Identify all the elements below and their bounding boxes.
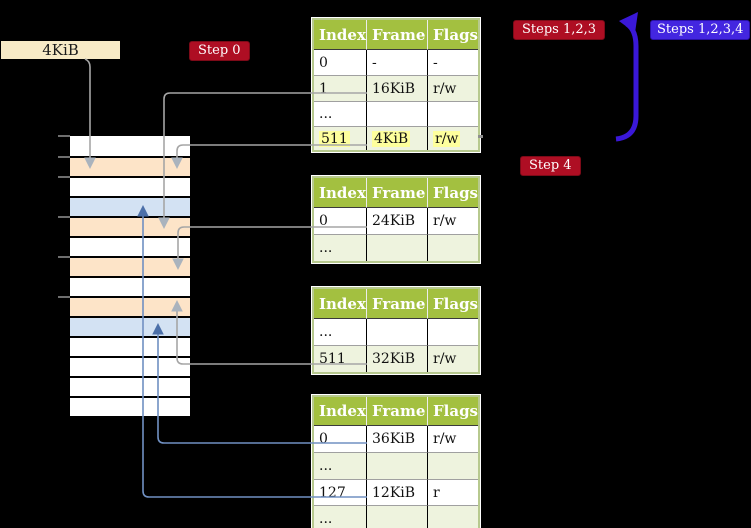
table-cell: - <box>428 50 478 75</box>
column-header-index: Index <box>314 20 367 50</box>
page-table-level-3: Index Frame Flags 0 24KiB r/w ... <box>311 175 481 264</box>
table-cell-highlighted: 511 <box>314 126 367 150</box>
table-cell <box>367 319 428 345</box>
page-table-level-1: Index Frame Flags 0 36KiB r/w ... 127 12… <box>311 394 481 528</box>
memory-column <box>70 136 190 416</box>
table-cell: 24KiB <box>367 208 428 234</box>
table-cell: ... <box>314 234 367 261</box>
badge-step-0: Step 0 <box>189 41 250 61</box>
table-cell: - <box>367 50 428 75</box>
table-cell <box>367 505 428 528</box>
memory-row-36kib <box>70 316 190 336</box>
table-cell <box>367 452 428 479</box>
memory-row-24kib <box>70 256 190 276</box>
table-cell-highlighted: 4KiB <box>367 126 428 150</box>
page-table-level-4: Index Frame Flags 0 - - 1 16KiB r/w ... … <box>311 17 481 153</box>
memory-row-16kib <box>70 216 190 236</box>
table-cell: r <box>428 479 478 505</box>
table-cell <box>367 234 428 261</box>
memory-row-32kib <box>70 296 190 316</box>
column-header-index: Index <box>314 397 367 426</box>
badge-steps-123: Steps 1,2,3 <box>513 20 606 40</box>
memory-row-48kib <box>70 376 190 396</box>
column-header-frame: Frame <box>367 178 428 208</box>
memory-row-20kib <box>70 236 190 256</box>
memory-row-8kib <box>70 176 190 196</box>
table-cell <box>428 319 478 345</box>
column-header-flags: Flags <box>428 20 478 50</box>
badge-step-4: Step 4 <box>520 156 581 176</box>
memory-row-40kib <box>70 336 190 356</box>
table-cell: ... <box>314 452 367 479</box>
table-cell: 16KiB <box>367 75 428 101</box>
column-header-frame: Frame <box>367 397 428 426</box>
table-cell: 12KiB <box>367 479 428 505</box>
table-cell: 0 <box>314 50 367 75</box>
column-header-flags: Flags <box>428 397 478 426</box>
table-cell: ... <box>314 101 367 126</box>
table-cell: ... <box>314 505 367 528</box>
column-header-index: Index <box>314 178 367 208</box>
page-size-label: 4KiB <box>1 41 120 59</box>
table-cell: 127 <box>314 479 367 505</box>
column-header-index: Index <box>314 289 367 319</box>
table-cell <box>367 101 428 126</box>
table-cell: 511 <box>314 345 367 372</box>
table-cell: 1 <box>314 75 367 101</box>
column-header-frame: Frame <box>367 289 428 319</box>
column-header-frame: Frame <box>367 20 428 50</box>
table-cell <box>428 234 478 261</box>
memory-row-44kib <box>70 356 190 376</box>
memory-row-4kib <box>70 156 190 176</box>
table-cell: r/w <box>428 75 478 101</box>
table-cell <box>428 505 478 528</box>
steps-loop-arrow <box>615 12 639 142</box>
table-cell: r/w <box>428 345 478 372</box>
table-cell: 32KiB <box>367 345 428 372</box>
table-cell: 0 <box>314 208 367 234</box>
table-cell <box>428 101 478 126</box>
table-cell: ... <box>314 319 367 345</box>
table-cell: 0 <box>314 426 367 452</box>
table-cell <box>428 452 478 479</box>
table-cell: r/w <box>428 208 478 234</box>
table-cell: 36KiB <box>367 426 428 452</box>
table-cell-highlighted: r/w <box>428 126 478 150</box>
badge-steps-1234: Steps 1,2,3,4 <box>650 20 751 40</box>
table-cell: r/w <box>428 426 478 452</box>
memory-row-52kib <box>70 396 190 416</box>
memory-row-12kib <box>70 196 190 216</box>
column-header-flags: Flags <box>428 178 478 208</box>
page-table-level-2: Index Frame Flags ... 511 32KiB r/w <box>311 286 481 375</box>
memory-row-28kib <box>70 276 190 296</box>
memory-scale-ticks <box>58 135 70 298</box>
column-header-flags: Flags <box>428 289 478 319</box>
memory-row-0kib <box>70 136 190 156</box>
